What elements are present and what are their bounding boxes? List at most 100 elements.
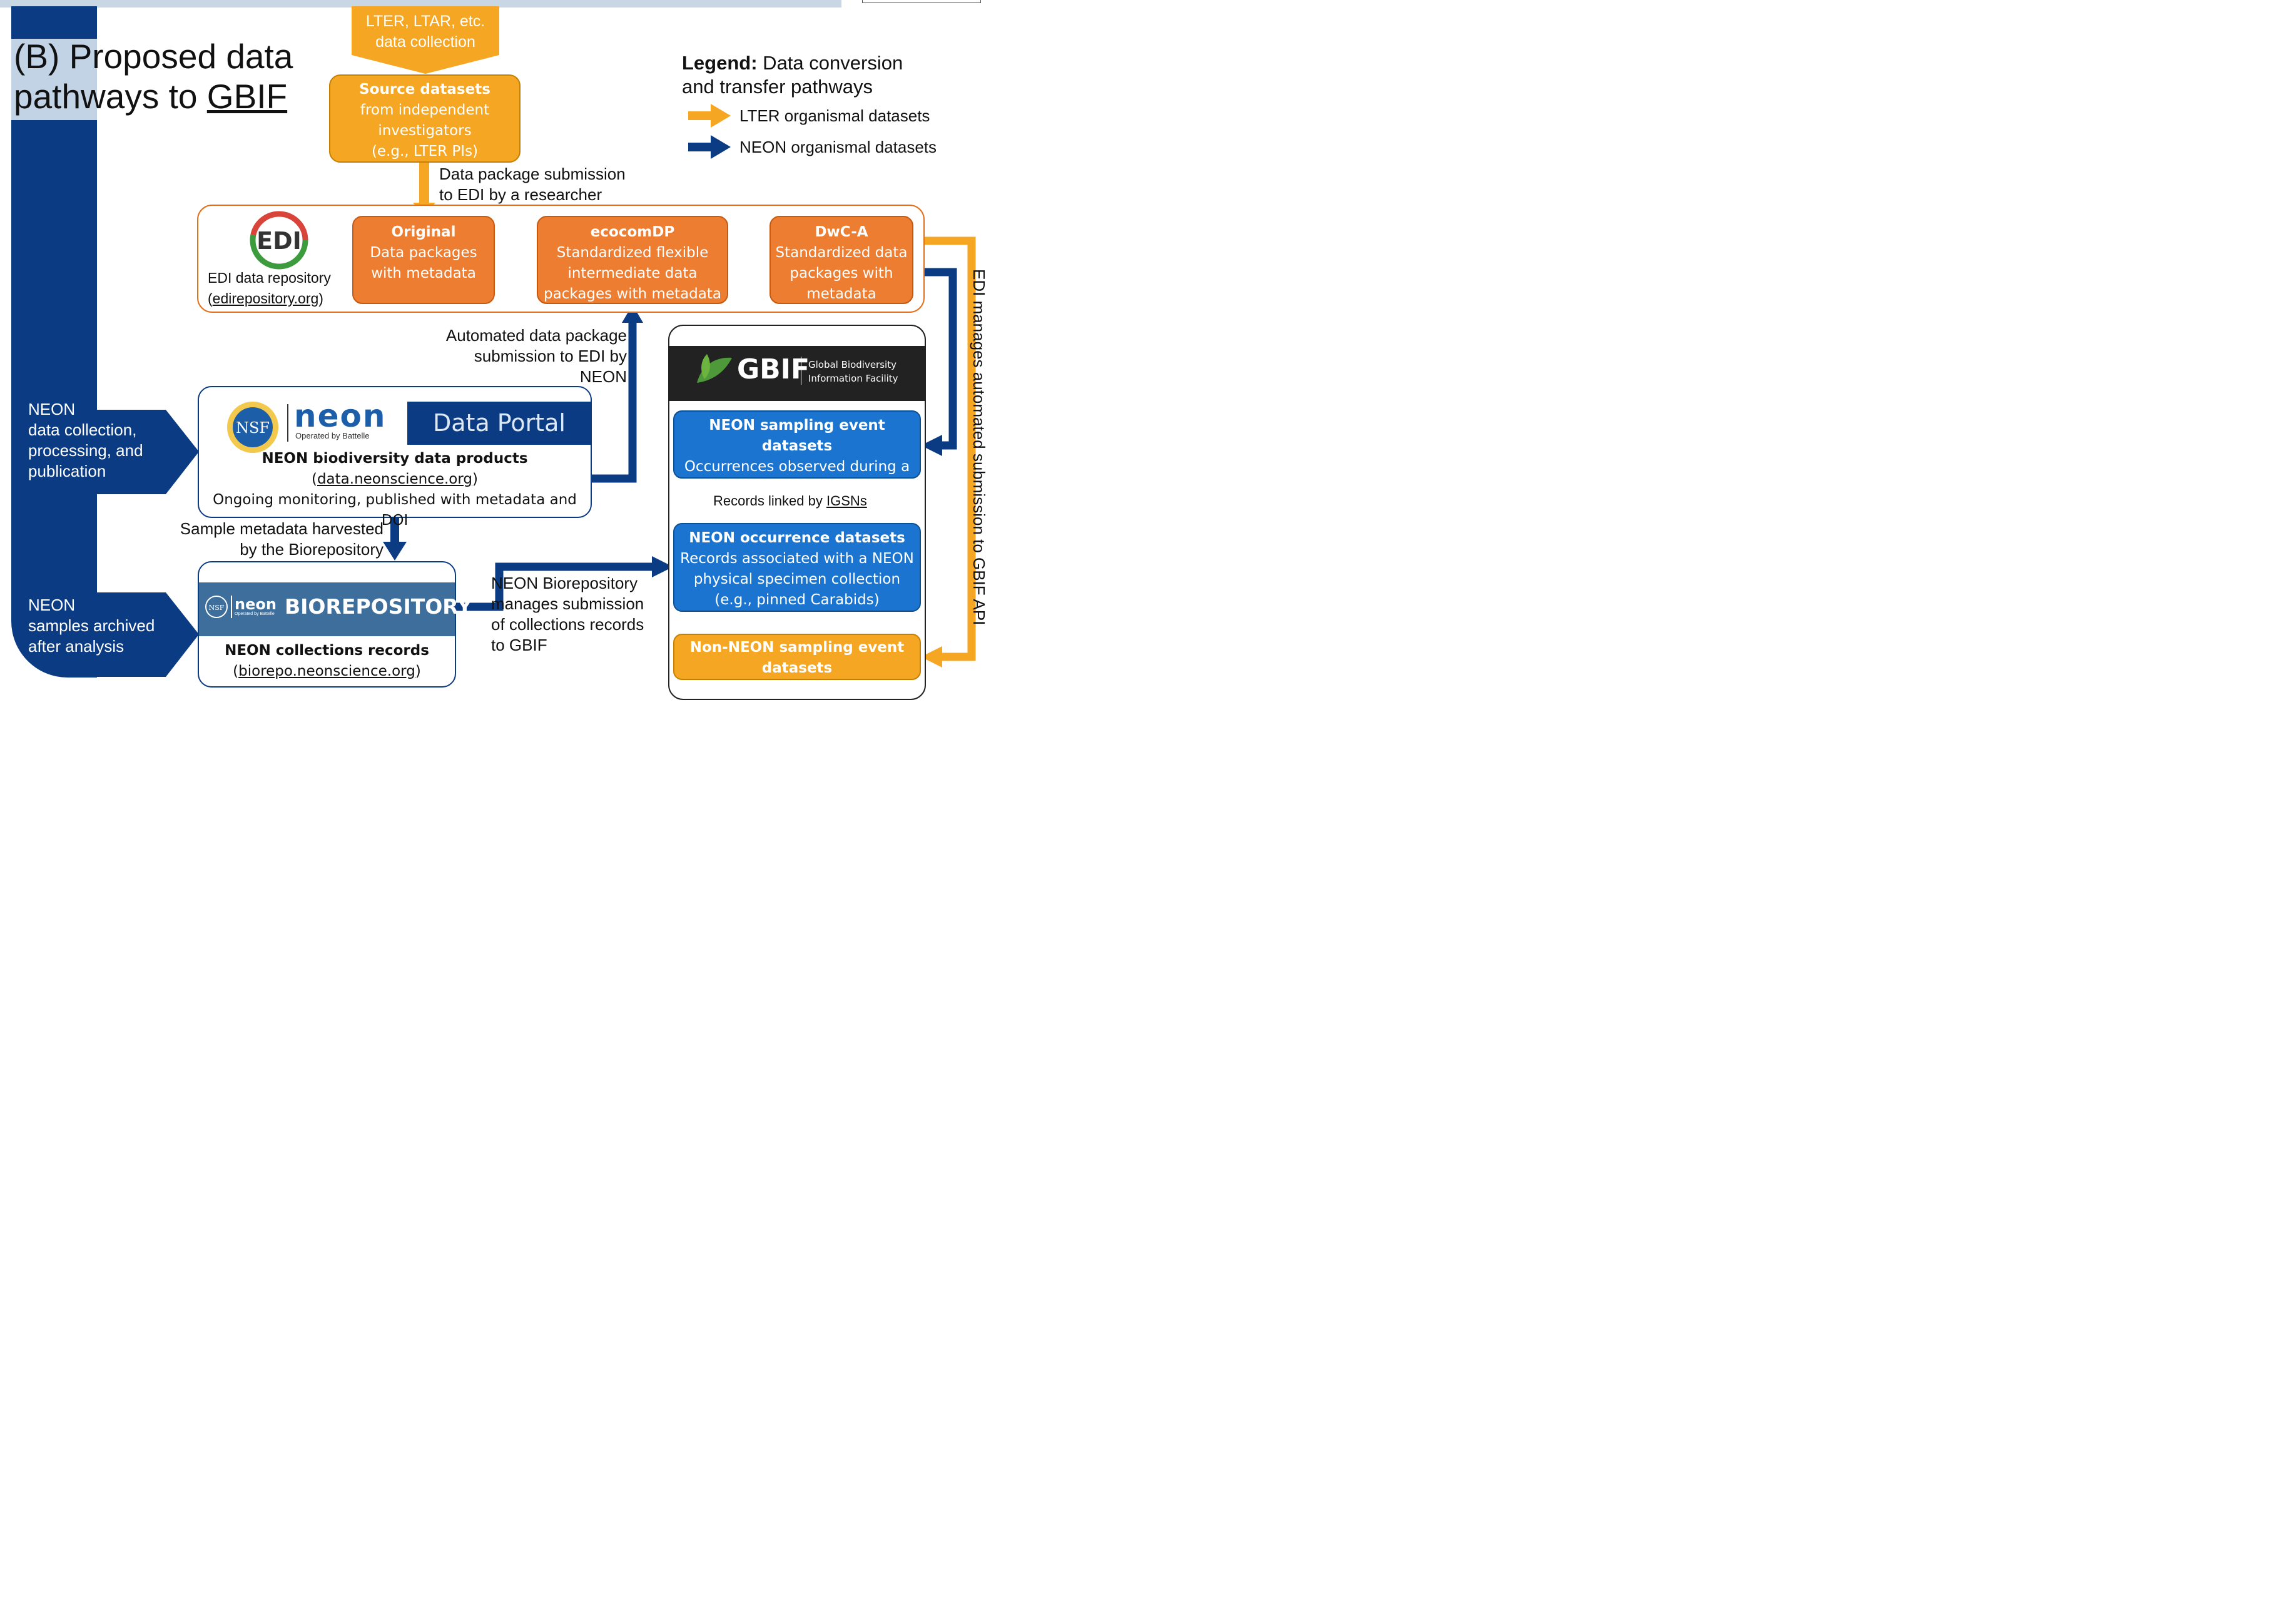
biorepo-operated: Operated by Battelle <box>235 612 275 616</box>
sidebar-line: samples archived <box>28 616 155 635</box>
title-line2: pathways to GBIF <box>14 76 293 116</box>
biorepo-title: NEON collections records <box>225 642 429 659</box>
neon-logo: neon <box>294 398 387 434</box>
sidebar-archive-label: NEON samples archived after analysis <box>28 595 155 657</box>
data-portal-banner-text: Data Portal <box>433 409 566 437</box>
edi-box-line: metadata <box>806 286 876 302</box>
edge-label-line: by the Biorepository <box>240 540 384 559</box>
nsf-logo-text: NSF <box>236 419 270 437</box>
gbif-link-prefix: Records linked by <box>713 493 826 509</box>
gbif-box-title: NEON sampling event datasets <box>709 417 885 454</box>
edge-label-line: Data package submission <box>439 165 626 183</box>
gbif-box-line: Occurrences observed during a <box>684 459 910 475</box>
edge-label-line: submission to EDI by <box>474 347 627 365</box>
title-highlight <box>11 39 97 120</box>
lter-collection-shape <box>352 6 499 74</box>
sidebar-line: data collection, <box>28 420 137 439</box>
gbif-box-title: NEON occurrence datasets <box>689 530 905 546</box>
edi-box-line: intermediate data <box>567 265 698 282</box>
gbif-box-line: (e.g., pinned Carabids) <box>714 592 880 608</box>
page-title: (B) Proposed data pathways to GBIF <box>14 36 293 116</box>
gbif-box-sampling-event: NEON sampling event datasets Occurrences… <box>673 410 921 495</box>
operated-by: Operated by Battelle <box>295 431 370 440</box>
title-line1: (B) Proposed data <box>14 37 293 76</box>
gbif-org-name: Global Biodiversity Information Facility <box>808 358 898 385</box>
legend-heading-rest: Data conversion <box>757 52 903 74</box>
edge-biorepo-label: NEON Biorepository manages submission of… <box>491 573 644 656</box>
legend-heading-bold: Legend: <box>682 52 758 74</box>
title-line2-prefix: pathways to <box>14 77 207 116</box>
gbif-box-line: Records associated with a NEON <box>680 551 914 567</box>
edge-label-line: NEON Biorepository <box>491 574 638 592</box>
edi-box-line: Data packages <box>370 245 477 261</box>
sidebar-arrow-archive <box>94 592 199 677</box>
sidebar-arrow-collection <box>94 410 199 494</box>
edi-box-title: Original <box>391 224 456 240</box>
sidebar-collection-label: NEON data collection, processing, and pu… <box>28 399 143 482</box>
edge-label-line: manages submission <box>491 594 644 613</box>
edge-label-line: NEON <box>579 367 627 386</box>
edi-box-line: packages with <box>790 265 893 282</box>
edge-harvested-label: Sample metadata harvested by the Biorepo… <box>156 519 384 560</box>
gbif-org-line1: Global Biodiversity <box>808 359 897 370</box>
gbif-box-occurrence: NEON occurrence datasets Records associa… <box>673 523 921 612</box>
edge-edi-api-label: EDI manages automated submission to GBIF… <box>970 269 988 626</box>
source-line: (e.g., LTER PIs) <box>371 143 479 160</box>
gbif-logo-text: GBIF <box>737 353 810 385</box>
portal-url-link[interactable]: data.neonscience.org <box>317 471 473 487</box>
edi-url-line: (edirepository.org) <box>208 290 323 307</box>
edi-box-dwca: DwC-A Standardized data packages with me… <box>770 216 913 304</box>
edi-box-line: with metadata <box>371 265 476 282</box>
biorepo-text: NEON collections records (biorepo.neonsc… <box>198 641 456 682</box>
edge-label-line: Automated data package <box>445 326 627 345</box>
edge-automated-label: Automated data package submission to EDI… <box>400 325 627 387</box>
edge-label-line: to EDI by a researcher <box>439 185 602 204</box>
edi-label: EDI data repository (edirepository.org) <box>208 268 331 309</box>
logo-divider <box>287 404 288 442</box>
legend-heading: Legend: Data conversion and transfer pat… <box>682 51 903 99</box>
gbif-leaf-icon <box>697 354 732 383</box>
lter-collection-line1: LTER, LTAR, etc. <box>365 13 485 30</box>
top-map-strip <box>0 0 841 8</box>
gbif-box-line: sampling event in the field <box>700 479 894 495</box>
title-gbif-link[interactable]: GBIF <box>206 77 288 116</box>
portal-url-line: (data.neonscience.org) <box>311 471 479 487</box>
sidebar-line: publication <box>28 462 106 480</box>
data-portal-banner[interactable] <box>407 402 591 445</box>
edi-url-link[interactable]: edirepository.org <box>212 290 319 307</box>
portal-title: NEON biodiversity data products <box>262 450 528 467</box>
edge-submission-label: Data package submission to EDI by a rese… <box>439 164 626 205</box>
biorepo-url-line: (biorepo.neonscience.org) <box>233 663 421 679</box>
edi-box-line: Standardized flexible <box>556 245 709 261</box>
biorepo-url-link[interactable]: biorepo.neonscience.org <box>238 663 415 679</box>
biorepo-banner-text: BIOREPOSITORY <box>285 594 472 619</box>
source-line: from independent <box>360 102 490 118</box>
edi-box-line: packages with metadata <box>544 286 721 302</box>
gbif-org-line2: Information Facility <box>808 373 898 384</box>
gbif-box-non-neon: Non-NEON sampling event datasets <box>673 634 921 680</box>
top-right-frame <box>862 0 981 3</box>
nsf-logo: NSF <box>227 402 278 453</box>
legend-heading-line2: and transfer pathways <box>682 76 873 98</box>
biorepo-nsf-logo: NSF <box>205 596 228 618</box>
source-title: Source datasets <box>359 81 490 98</box>
edge-label-line: Sample metadata harvested <box>180 519 384 538</box>
sidebar-line: after analysis <box>28 637 124 656</box>
legend-item-neon: NEON organismal datasets <box>739 138 937 156</box>
gbif-box-title: Non-NEON sampling event <box>689 639 905 656</box>
source-line: investigators <box>378 123 472 139</box>
biorepo-banner[interactable] <box>199 582 455 636</box>
sidebar-line: NEON <box>28 400 76 419</box>
edge-label-line: to GBIF <box>491 636 547 654</box>
edi-label-text: EDI data repository <box>208 270 331 286</box>
gbif-box-line: physical specimen collection <box>693 571 901 587</box>
edi-box-ecocomdp: ecocomDP Standardized flexible intermedi… <box>537 216 728 304</box>
legend-item-lter: LTER organismal datasets <box>739 106 930 125</box>
edi-box-original: Original Data packages with metadata <box>352 216 495 304</box>
edge-label-line: of collections records <box>491 615 644 634</box>
edi-box-line: Standardized data <box>775 245 908 261</box>
igsns-link[interactable]: IGSNs <box>826 493 867 509</box>
edi-box-title: DwC-A <box>815 224 868 240</box>
lter-collection: LTER, LTAR, etc. data collection <box>352 11 499 53</box>
portal-text: NEON biodiversity data products (data.ne… <box>198 449 592 531</box>
